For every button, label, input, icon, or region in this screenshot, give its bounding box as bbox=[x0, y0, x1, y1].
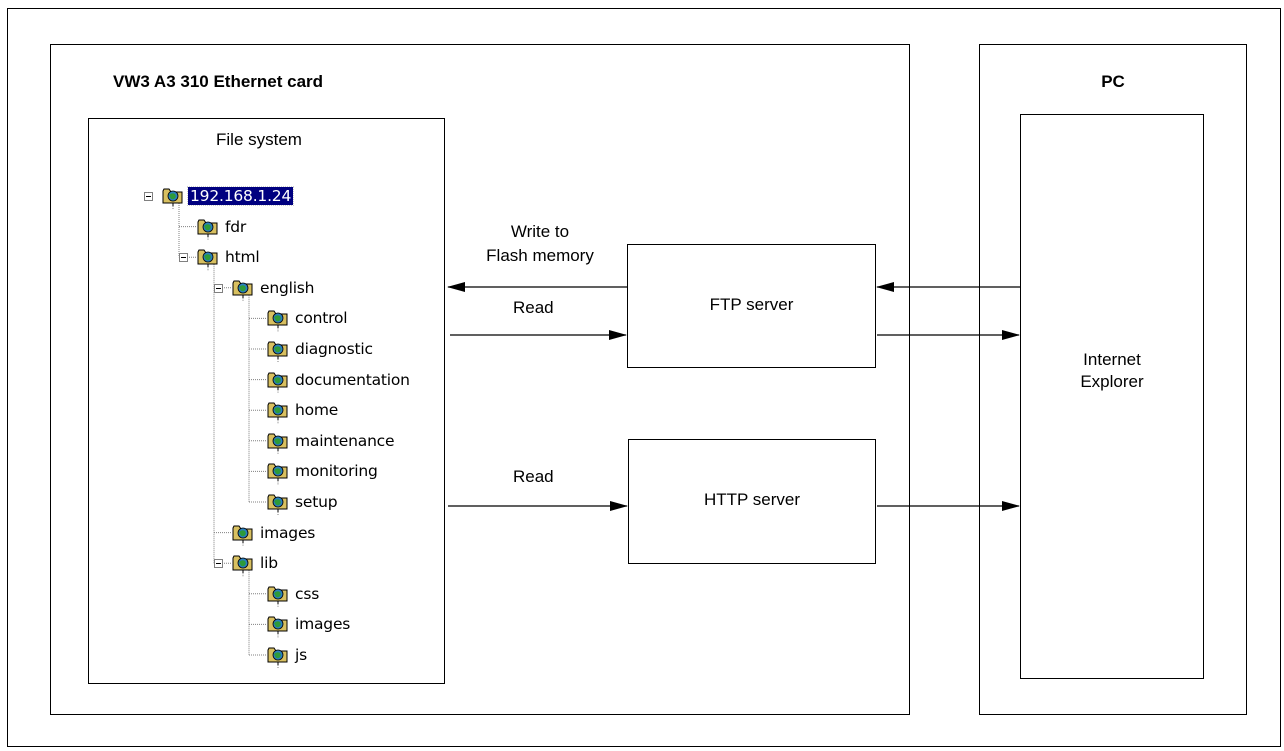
collapse-toggle-icon[interactable] bbox=[214, 283, 223, 293]
tree-item-label: fdr bbox=[225, 217, 247, 236]
collapse-toggle-icon[interactable] bbox=[214, 559, 223, 569]
diagram-frame bbox=[7, 8, 1281, 747]
tree-item-label: english bbox=[260, 278, 315, 297]
tree-item-images[interactable]: images bbox=[232, 522, 317, 544]
internet-explorer-box bbox=[1020, 114, 1204, 679]
ftp-server-label: FTP server bbox=[709, 295, 794, 314]
collapse-toggle-icon[interactable] bbox=[179, 253, 188, 263]
http-read-label: Read bbox=[513, 467, 554, 486]
folder-globe-icon bbox=[267, 370, 289, 390]
folder-globe-icon bbox=[232, 553, 254, 574]
tree-item-setup[interactable]: setup bbox=[267, 491, 339, 513]
tree-item-html[interactable]: html bbox=[197, 246, 262, 268]
file-system-title: File system bbox=[216, 130, 302, 149]
internet-explorer-label-line2: Explorer bbox=[1080, 372, 1144, 391]
folder-globe-icon bbox=[197, 217, 219, 237]
tree-item-label: css bbox=[295, 584, 320, 603]
tree-item-documentation[interactable]: documentation bbox=[267, 369, 412, 391]
ftp-server-box bbox=[627, 244, 876, 368]
tree-item-label: diagnostic bbox=[295, 340, 373, 358]
folder-globe-icon bbox=[267, 431, 289, 451]
tree-item-images[interactable]: images bbox=[267, 613, 352, 635]
tree-item-js[interactable]: js bbox=[267, 644, 309, 666]
folder-globe-icon bbox=[267, 614, 289, 635]
tree-item-label: documentation bbox=[295, 370, 410, 389]
tree-item-maintenance[interactable]: maintenance bbox=[267, 430, 396, 452]
folder-globe-icon bbox=[267, 308, 289, 329]
tree-item-label: home bbox=[295, 401, 339, 420]
folder-globe-icon bbox=[267, 645, 289, 665]
tree-item-css[interactable]: css bbox=[267, 583, 321, 605]
tree-item-lib[interactable]: lib bbox=[232, 552, 280, 574]
tree-item-label: monitoring bbox=[295, 462, 378, 481]
ftp-read-label: Read bbox=[513, 298, 554, 317]
tree-item-diagnostic[interactable]: diagnostic bbox=[267, 338, 375, 360]
folder-globe-icon bbox=[197, 247, 219, 268]
tree-item-label: images bbox=[260, 523, 316, 542]
tree-item-control[interactable]: control bbox=[267, 307, 349, 329]
http-server-box bbox=[628, 439, 876, 564]
tree-item-label: setup bbox=[295, 493, 338, 511]
tree-item-label: js bbox=[295, 646, 307, 664]
write-flash-label-line2: Flash memory bbox=[486, 246, 594, 265]
write-flash-label-line1: Write to bbox=[510, 222, 570, 241]
tree-item-label: 192.168.1.24 bbox=[186, 186, 295, 206]
tree-item-192-168-1-24[interactable]: 192.168.1.24 bbox=[162, 185, 295, 207]
file-system-panel bbox=[88, 118, 445, 684]
tree-item-home[interactable]: home bbox=[267, 399, 340, 421]
tree-item-fdr[interactable]: fdr bbox=[197, 216, 248, 238]
tree-item-monitoring[interactable]: monitoring bbox=[267, 460, 380, 482]
folder-globe-icon bbox=[267, 461, 289, 482]
folder-globe-icon bbox=[267, 492, 289, 512]
tree-item-label: control bbox=[295, 309, 348, 328]
folder-globe-icon bbox=[232, 523, 254, 543]
folder-globe-icon bbox=[267, 339, 289, 359]
ethernet-card-title: VW3 A3 310 Ethernet card bbox=[113, 72, 324, 91]
pc-title: PC bbox=[1101, 72, 1125, 91]
tree-item-label: images bbox=[295, 615, 351, 634]
tree-item-label: lib bbox=[260, 554, 278, 573]
tree-item-label: html bbox=[225, 248, 260, 267]
tree-item-label: maintenance bbox=[295, 431, 395, 450]
http-server-label: HTTP server bbox=[703, 490, 801, 509]
folder-globe-icon bbox=[232, 278, 254, 298]
folder-globe-icon bbox=[267, 584, 289, 604]
folder-globe-icon bbox=[267, 400, 289, 421]
collapse-toggle-icon[interactable] bbox=[144, 192, 153, 201]
tree-item-english[interactable]: english bbox=[232, 277, 316, 299]
internet-explorer-label-line1: Internet bbox=[1083, 350, 1141, 369]
folder-globe-icon bbox=[162, 186, 184, 206]
